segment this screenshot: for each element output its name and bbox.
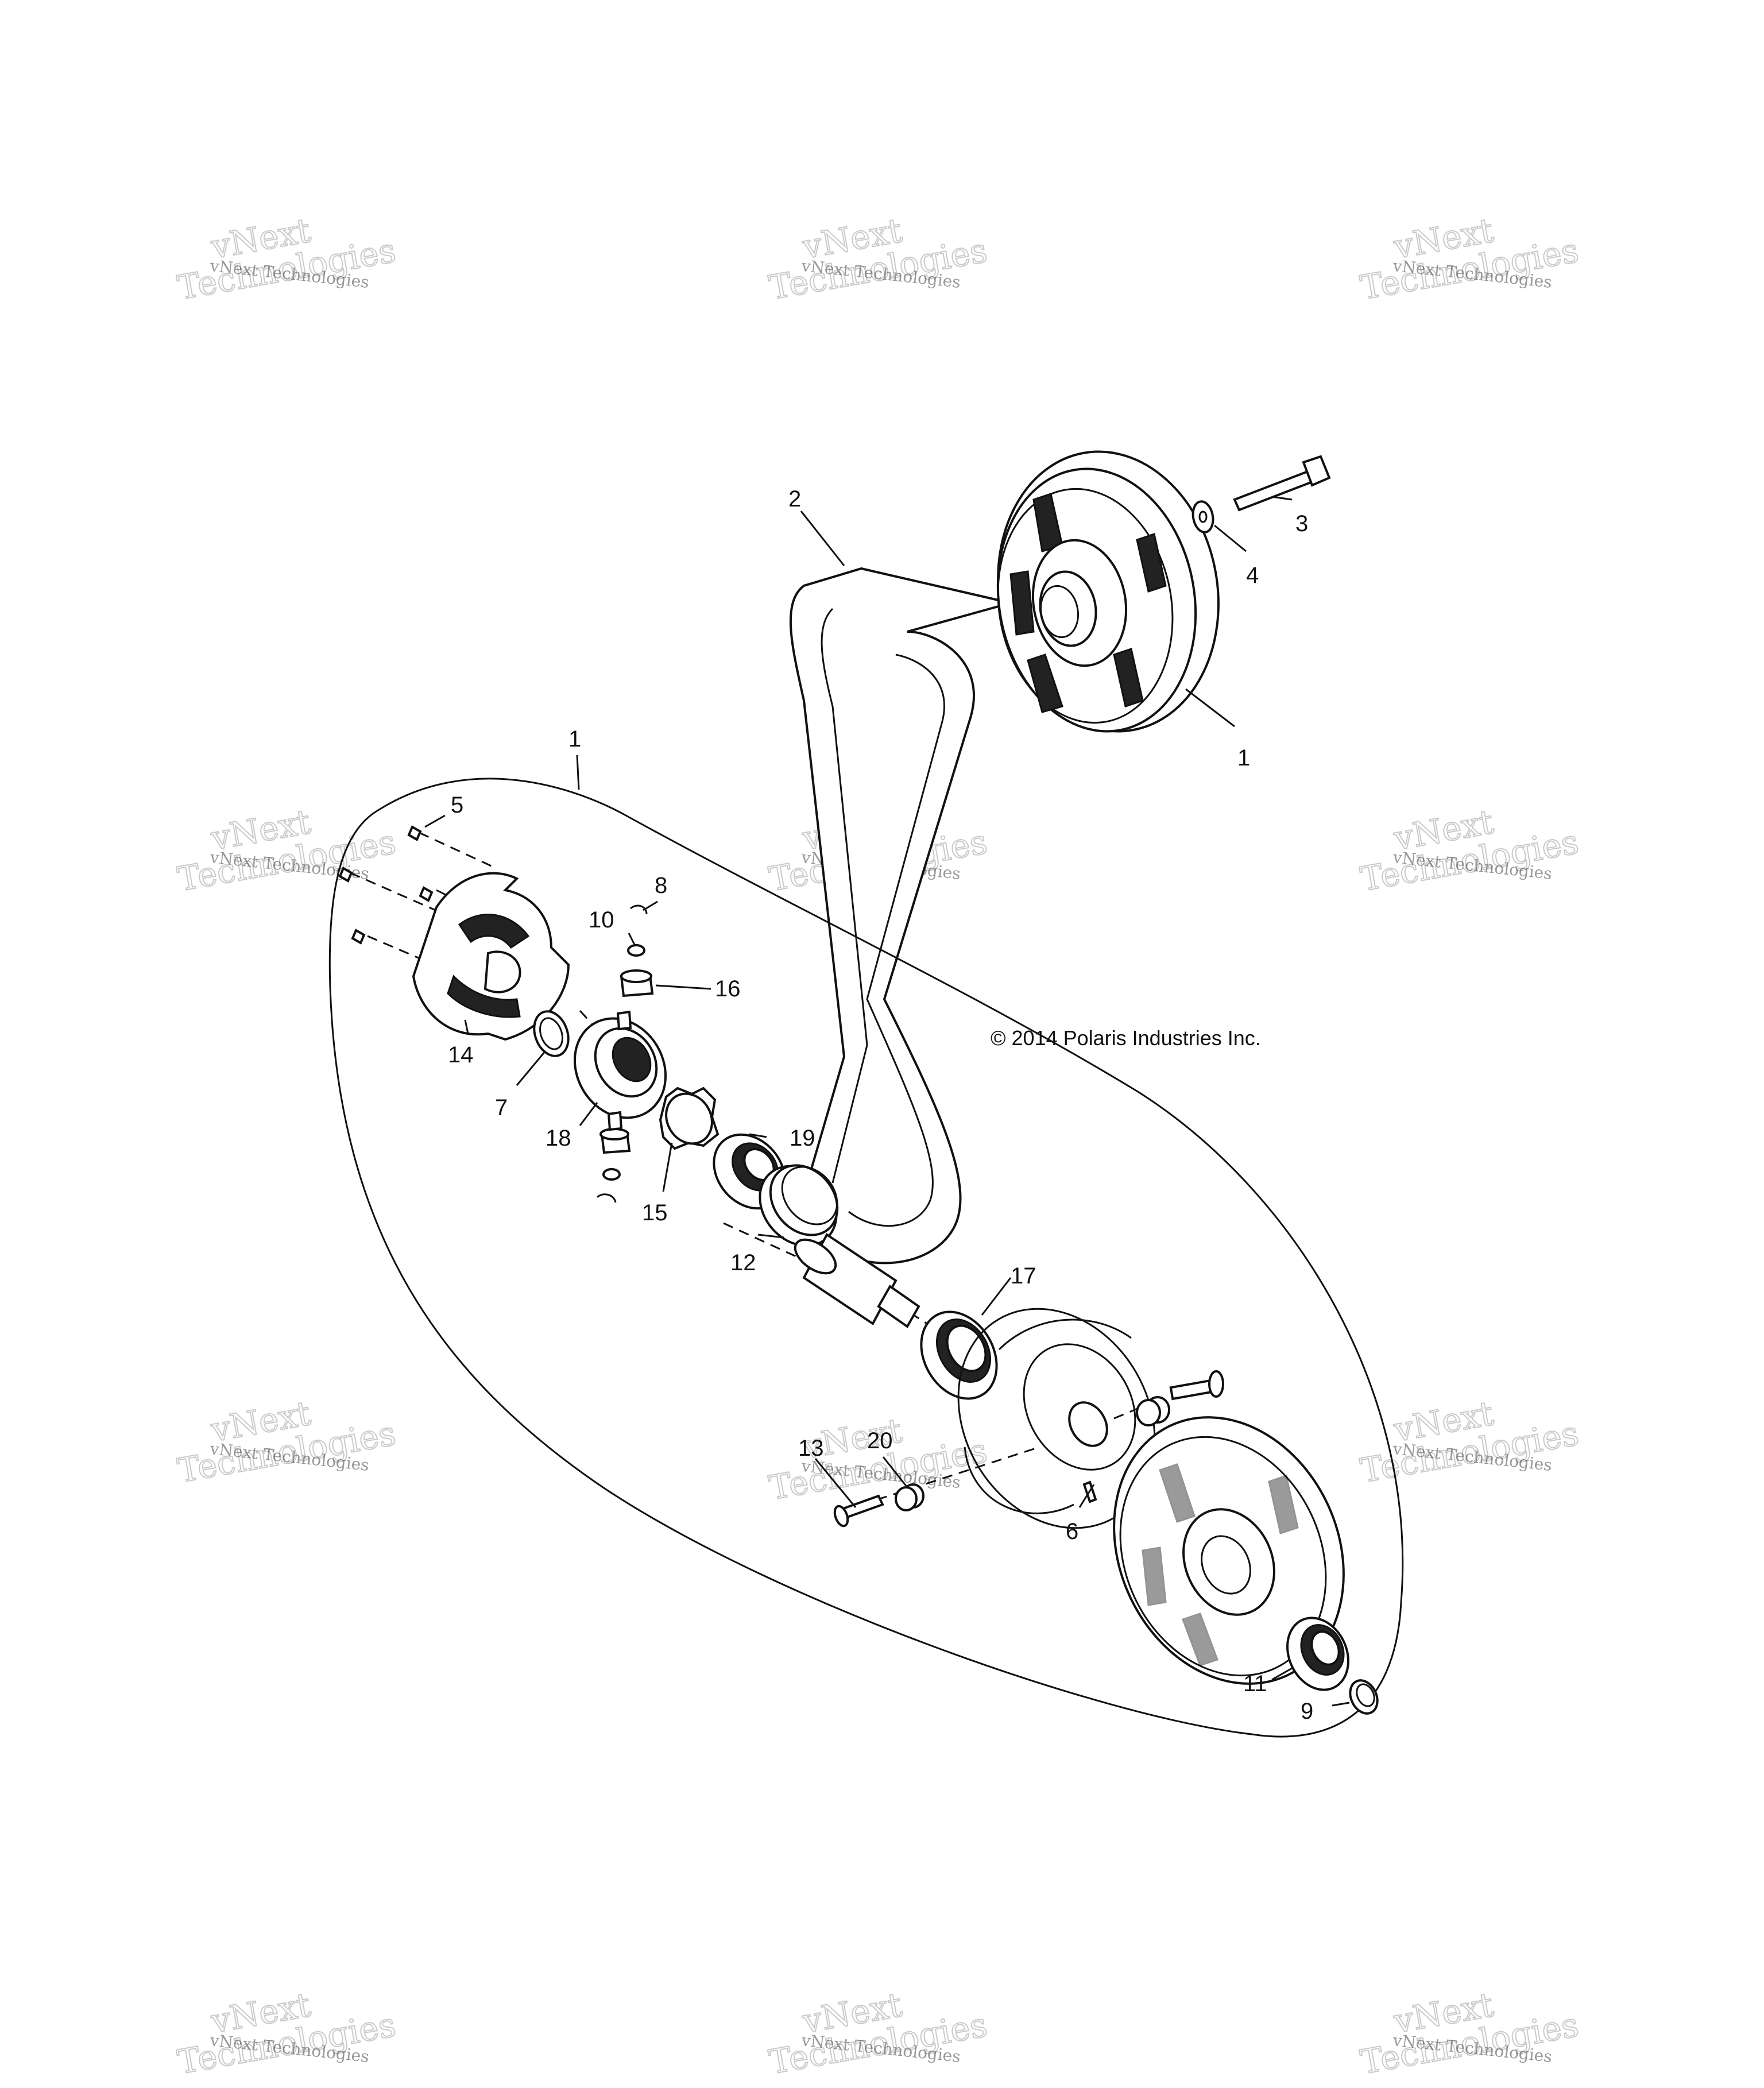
callout-16: 16 <box>715 976 741 1002</box>
callout-20: 20 <box>867 1428 893 1453</box>
callout-1-upper: 1 <box>1237 745 1250 771</box>
copyright-notice: © 2014 Polaris Industries Inc. <box>991 1026 1261 1050</box>
callout-13: 13 <box>798 1436 824 1461</box>
driven-clutch-assembly <box>996 450 1220 733</box>
callout-19: 19 <box>790 1126 815 1151</box>
clutch-washer <box>1192 500 1214 533</box>
sheave-pin-right <box>1136 1370 1224 1426</box>
leader-lines <box>424 496 1350 1707</box>
snap-ring <box>533 1010 570 1057</box>
callout-4: 4 <box>1246 563 1259 588</box>
callout-11: 11 <box>1243 1671 1267 1696</box>
clutch-shaft <box>794 1233 920 1328</box>
drive-belt <box>789 567 1011 1265</box>
roller-housing <box>573 1010 667 1131</box>
fixed-sheave <box>1113 1416 1345 1685</box>
bearing <box>1286 1617 1349 1691</box>
callout-14: 14 <box>448 1042 474 1068</box>
callout-2: 2 <box>788 486 801 512</box>
spring-retainer <box>659 1086 719 1150</box>
shaft-seal <box>920 1310 998 1400</box>
retaining-ring <box>1349 1679 1379 1715</box>
callout-5: 5 <box>451 792 463 818</box>
callout-8: 8 <box>655 873 667 898</box>
callout-3: 3 <box>1295 511 1308 536</box>
pin-roller <box>895 1483 924 1511</box>
callout-18: 18 <box>546 1126 571 1151</box>
callout-9: 9 <box>1301 1699 1313 1724</box>
clutch-cover <box>412 872 570 1041</box>
sheave-pin-left <box>833 1494 884 1528</box>
callout-10: 10 <box>589 907 614 933</box>
exploded-assembly-boundary <box>328 778 1404 1738</box>
callout-15: 15 <box>642 1200 668 1225</box>
callout-1-lower: 1 <box>568 726 581 752</box>
callout-6: 6 <box>1066 1519 1078 1544</box>
lower-roller-set <box>596 1128 631 1203</box>
callout-7: 7 <box>495 1095 508 1120</box>
spider-screws <box>338 825 434 945</box>
callout-12: 12 <box>730 1250 756 1275</box>
clutch-bolt <box>1233 455 1331 512</box>
upper-roller-set <box>620 904 654 997</box>
callout-labels: 2 3 4 1 1 5 8 10 16 14 7 18 15 19 12 17 … <box>448 486 1313 1724</box>
callout-17: 17 <box>1011 1263 1036 1289</box>
